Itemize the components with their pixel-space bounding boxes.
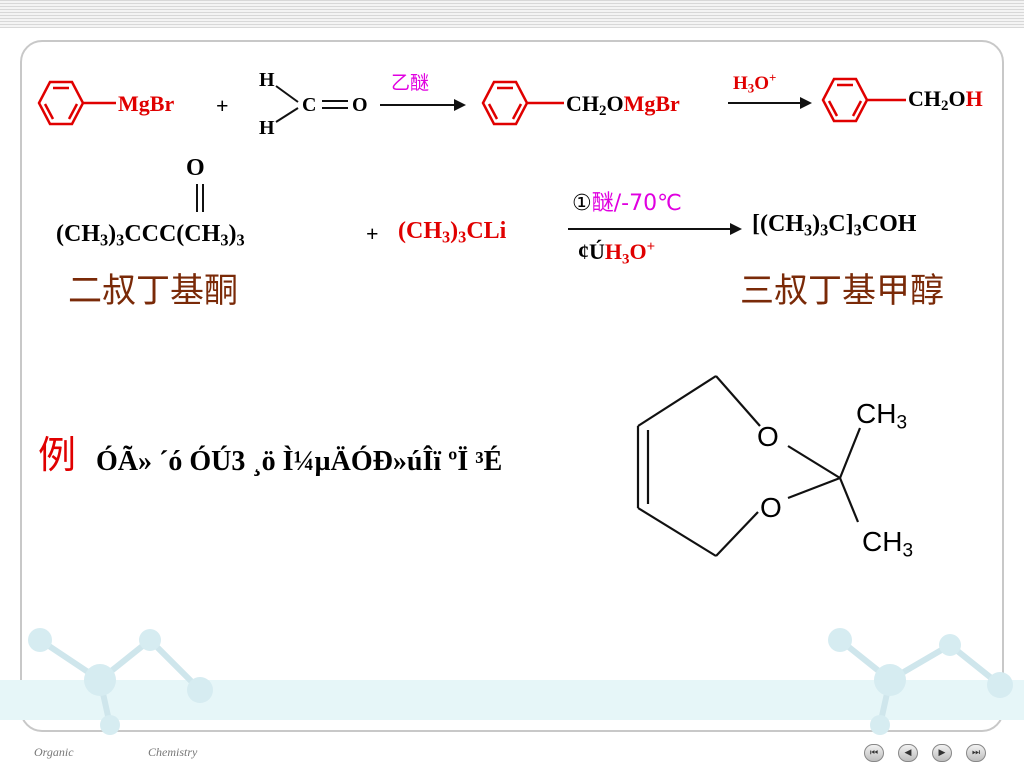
ketone-part: CCC(CH xyxy=(124,221,221,247)
ketone-part: ) xyxy=(108,221,117,247)
methyl-bottom-ch: CH xyxy=(862,526,903,557)
step-1-text: 醚/-70℃ xyxy=(591,191,682,216)
lithium-part: CLi xyxy=(466,218,507,244)
product2-sub: 3 xyxy=(820,220,829,240)
benzene-ring-product xyxy=(821,77,906,123)
intermediate-ch: CH xyxy=(566,91,599,116)
product-ch: CH xyxy=(908,86,941,111)
ketone-sub: 3 xyxy=(236,230,245,250)
reagent-h3o: H3O+ xyxy=(733,70,777,96)
methyl-top: CH3 xyxy=(856,398,908,434)
product2-sub: 3 xyxy=(803,220,813,240)
next-slide-button[interactable]: ▶ xyxy=(932,744,952,762)
previous-slide-button[interactable]: ◀ xyxy=(898,744,918,762)
intermediate-o: O xyxy=(606,91,624,116)
step-2-sub: 3 xyxy=(622,251,630,268)
intermediate-mgbr: MgBr xyxy=(623,91,680,116)
benzene-ring-reactant xyxy=(37,80,116,126)
footer-chemistry: Chemistry xyxy=(148,745,198,759)
step-2-o: O xyxy=(629,239,647,265)
top-stripe xyxy=(0,0,1024,28)
ketone-formula: (CH3)3CCC(CH3)3 xyxy=(56,222,245,249)
ketone-carbonyl-o: O xyxy=(186,155,205,181)
footer-bar xyxy=(0,740,1024,768)
intermediate-formula: CH2OMgBr xyxy=(566,93,680,119)
product-benzyl-alcohol: CH2OH xyxy=(908,88,983,114)
last-slide-button[interactable]: ⏭ xyxy=(966,744,986,762)
product2-part: ) xyxy=(812,211,821,237)
reagent-sub: 3 xyxy=(747,80,755,96)
product2-part: COH xyxy=(861,211,917,237)
dioxepine-o-lower: O xyxy=(760,492,782,523)
ketone-part: ) xyxy=(228,221,237,247)
methyl-bottom: CH3 xyxy=(862,526,914,562)
intermediate-sub: 2 xyxy=(599,103,607,120)
tri-tert-butyl-methanol: [(CH3)3C]3COH xyxy=(752,212,916,239)
lithium-sub: 3 xyxy=(442,227,451,247)
tert-butyllithium: (CH3)3CLi xyxy=(398,219,506,246)
reaction-arrow-3 xyxy=(568,223,742,235)
aldehyde-bonds xyxy=(275,85,348,123)
grignard-mgbr: MgBr xyxy=(118,91,175,116)
step-2-sup: + xyxy=(646,239,656,255)
condition-ether: 乙醚 xyxy=(391,72,430,94)
ketone-name: 二叔丁基酮 xyxy=(68,271,238,311)
aldehyde-h-bottom: H xyxy=(259,117,275,139)
dioxepine-structure xyxy=(636,375,862,557)
ketone-part: (CH xyxy=(56,221,100,247)
molecule-decoration xyxy=(0,628,1024,735)
reaction-arrow-1 xyxy=(380,99,466,111)
example-label: 例 xyxy=(38,433,77,477)
product-name: 三叔丁基甲醇 xyxy=(740,271,944,311)
ketone-sub: 3 xyxy=(116,230,125,250)
example-text: ÓÃ» ´ó ÓÚ3 ¸ö Ì¼µÄÓÐ»úÎï ºÏ ³É xyxy=(96,446,503,477)
plus-sign-2: + xyxy=(366,221,379,246)
step-2-condition: ¢ÚH3O+ xyxy=(578,240,655,267)
carbonyl-double-bond xyxy=(196,184,204,212)
aldehyde-h-top: H xyxy=(259,69,275,91)
methyl-top-ch: CH xyxy=(856,398,897,429)
ketone-sub: 3 xyxy=(220,230,229,250)
footer-organic: Organic xyxy=(34,745,74,759)
lithium-part: (CH xyxy=(398,218,442,244)
product2-part: C] xyxy=(828,211,854,237)
lithium-sub: 3 xyxy=(458,227,467,247)
methyl-bottom-sub: 3 xyxy=(902,540,914,562)
reagent-o: O xyxy=(754,73,770,95)
product-sub: 2 xyxy=(941,98,949,115)
step-2-marker: ¢Ú xyxy=(578,239,605,265)
product-h: H xyxy=(965,86,983,111)
product2-sub: 3 xyxy=(853,220,862,240)
step-1-condition: ①醚/-70℃ xyxy=(572,192,682,215)
step-2-h: H xyxy=(604,239,623,265)
reagent-sup: + xyxy=(769,70,777,85)
benzene-ring-intermediate xyxy=(481,80,564,126)
slide-panel xyxy=(20,40,1004,732)
methyl-top-sub: 3 xyxy=(896,412,908,434)
product-o: O xyxy=(948,86,966,111)
aldehyde-o: O xyxy=(352,94,368,116)
first-slide-button[interactable]: ⏮ xyxy=(864,744,884,762)
reaction-arrow-2 xyxy=(728,97,812,109)
plus-sign-1: + xyxy=(216,93,229,118)
aldehyde-c: C xyxy=(302,94,317,116)
dioxepine-o-upper: O xyxy=(757,421,779,452)
product2-part: [(CH xyxy=(752,211,804,237)
lithium-part: ) xyxy=(450,218,459,244)
step-1-marker: ① xyxy=(572,191,592,216)
reagent-h: H xyxy=(733,73,748,95)
ketone-sub: 3 xyxy=(100,230,109,250)
